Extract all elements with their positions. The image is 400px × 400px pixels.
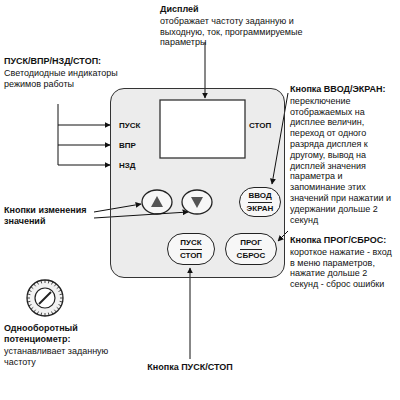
callout-heading: ПУСК/ВПР/НЗД/СТОП: xyxy=(4,56,129,67)
callout-text: устанавливает заданную частоту xyxy=(4,346,129,368)
down-button xyxy=(182,190,212,214)
down-arrow xyxy=(191,197,203,208)
button-label: ПУСК xyxy=(180,238,201,249)
button-label: СБРОС xyxy=(237,251,266,260)
start-stop-button: ПУСК СТОП xyxy=(167,233,215,265)
display-screen xyxy=(160,100,245,158)
up-arrow xyxy=(151,196,163,207)
button-label: ВВОД xyxy=(248,191,271,202)
up-button xyxy=(142,190,172,214)
panel-face xyxy=(110,88,285,278)
potentiometer xyxy=(27,280,63,316)
button-label: ПРОГ xyxy=(240,238,262,249)
enter-screen-button: ВВОД ЭКРАН xyxy=(239,187,281,217)
callout-heading: Кнопки изменения значений xyxy=(4,205,104,227)
callout-text: отображает частоту заданную и выходную, … xyxy=(160,16,335,48)
led-label: ВПР xyxy=(119,141,136,150)
led-label: НЗД xyxy=(119,161,136,170)
callout-heading: Однооборотный потенциометр: xyxy=(4,323,129,345)
button-label: ЭКРАН xyxy=(247,204,274,213)
leader-lines xyxy=(58,42,288,359)
callout-heading: Кнопка ПРОГ/СБРОС: xyxy=(290,235,398,246)
led-label: ПУСК xyxy=(119,121,140,130)
callout-heading: Кнопка ВВОД/ЭКРАН: xyxy=(290,84,398,95)
callout-text: Светодиодные индикаторы режимов работы xyxy=(4,68,122,90)
callout-text: переключение отображаемых на дисплее вел… xyxy=(290,96,396,226)
button-label: СТОП xyxy=(180,251,202,260)
callout-heading: Дисплей xyxy=(160,4,350,15)
callout-text: короткое нажатие - вход в меню параметро… xyxy=(290,247,396,290)
callout-heading: Кнопка ПУСК/СТОП xyxy=(130,362,250,373)
led-label: СТОП xyxy=(249,121,271,130)
prog-reset-button: ПРОГ СБРОС xyxy=(225,233,277,265)
control-panel: ПУСК ВПР НЗД СТОП ВВОД ЭКРАН ПУСК СТОП ПРОГ СБРОС xyxy=(110,88,285,278)
